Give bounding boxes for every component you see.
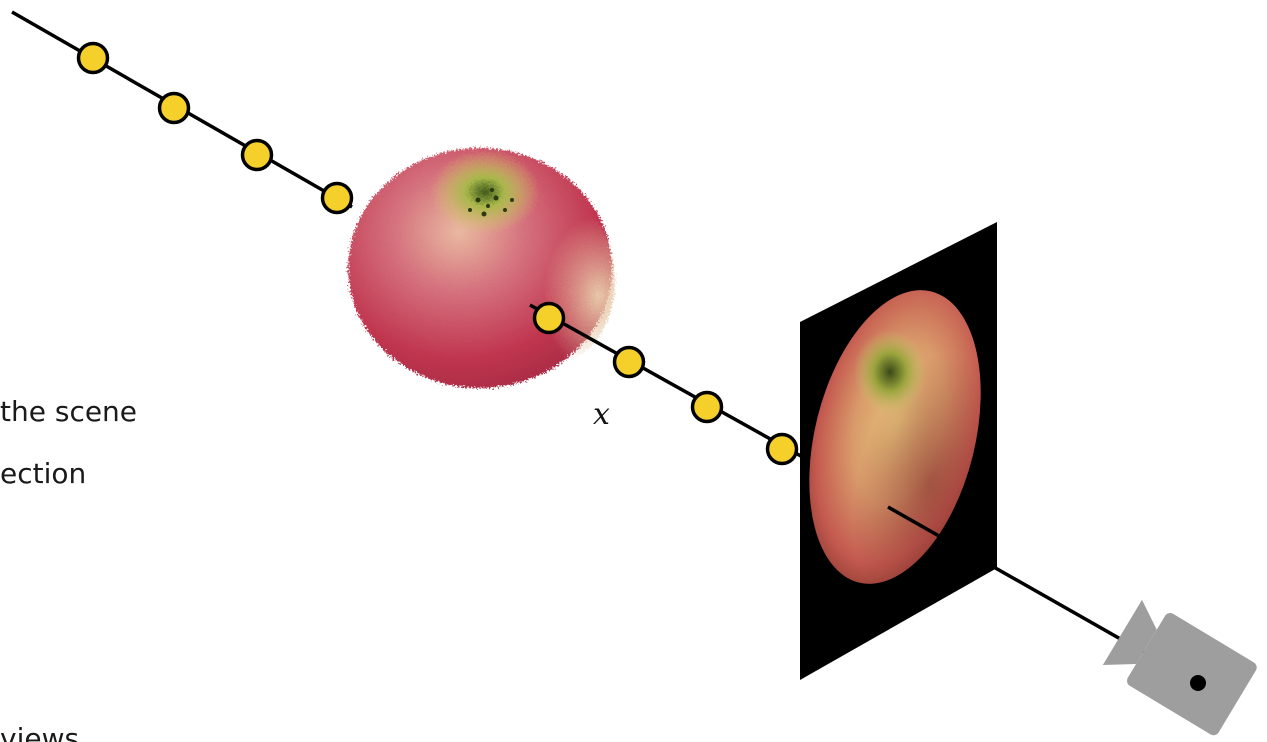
sample-point: [768, 435, 797, 464]
camera-center-dot: [1190, 675, 1206, 691]
sample-point: [535, 304, 564, 333]
sample-point: [160, 94, 189, 123]
ray-segment-front: [530, 305, 808, 460]
apple-point-cloud-icon: [348, 148, 615, 388]
sample-point: [323, 184, 352, 213]
sample-point-label: x: [593, 397, 610, 432]
sample-point: [243, 141, 272, 170]
camera-icon: [1101, 596, 1259, 737]
sample-point: [693, 393, 722, 422]
sample-point: [79, 44, 108, 73]
sample-point: [615, 348, 644, 377]
